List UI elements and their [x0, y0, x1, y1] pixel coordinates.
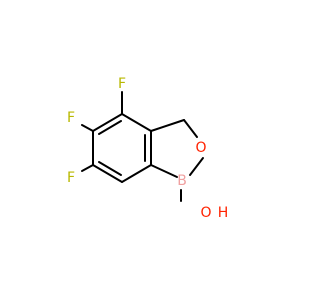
bond-o-b	[189, 157, 204, 176]
bond-c3a-c3	[150, 119, 185, 132]
bond-c6-c7-inner	[98, 161, 122, 176]
bond-c6-c7	[92, 164, 123, 183]
bond-c7-c7a	[121, 164, 152, 183]
fluorine-label-6: F	[67, 170, 75, 186]
bond-b-c7a	[150, 164, 178, 178]
bond-c6-f	[81, 164, 94, 172]
molecule-structure-diagram: F F F O B O H	[67, 76, 229, 221]
bond-c5-f	[81, 124, 94, 132]
hydroxyl-hydrogen-label: H	[218, 205, 229, 221]
hydroxyl-oxygen-label: O	[200, 205, 211, 221]
boron-label: B	[177, 173, 187, 189]
benzene-ring	[92, 113, 152, 183]
oxaborole-ring	[150, 119, 204, 202]
fluorine-label-5: F	[67, 110, 75, 126]
fluorine-label-4: F	[118, 76, 126, 92]
bond-c3a-c4	[121, 113, 152, 132]
bond-c4-c5-inner	[98, 120, 122, 135]
bond-c3-o	[183, 119, 198, 138]
ring-oxygen-label: O	[195, 140, 206, 156]
bond-c4-c5	[92, 113, 123, 132]
fluorine-bonds	[81, 91, 123, 172]
